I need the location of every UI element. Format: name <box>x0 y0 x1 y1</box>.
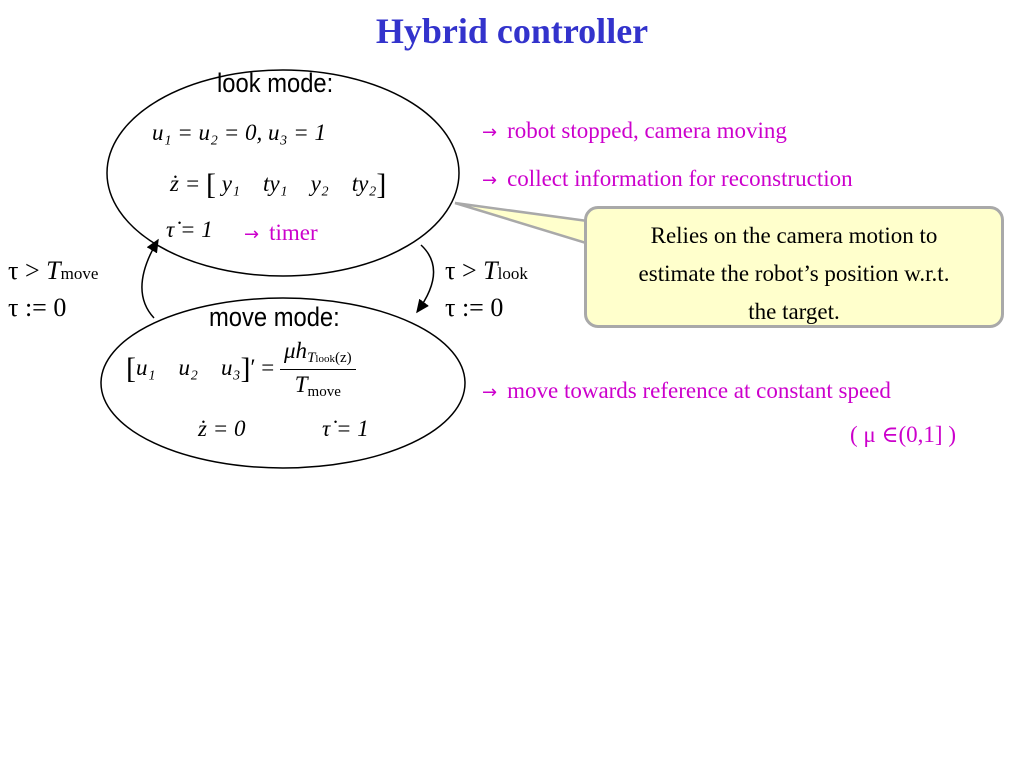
right-arrow-icon: → <box>482 170 498 191</box>
move-mode-eq-2b: τ̇ = 1 <box>322 416 369 441</box>
transition-arrow-to-move <box>416 244 435 314</box>
move-mode-node <box>100 297 466 469</box>
note-mu-range: ( μ ∈(0,1] ) <box>850 422 956 447</box>
look-eq2-term-3: y₂ <box>310 171 329 196</box>
move-mode-eq-1: [u₁ u₂ u₃]′ = μhTlook(z) Tmove <box>126 338 356 401</box>
look-mode-eq-1: u₁ = u₂ = 0, u₃ = 1 <box>152 120 327 145</box>
callout-line-1: Relies on the camera motion to <box>650 223 938 248</box>
callout-line-2: estimate the robot’s position w.r.t. <box>638 261 950 286</box>
move-mode-eq-2a: ż = 0 <box>198 416 246 441</box>
callout-box: Relies on the camera motion to estimate … <box>584 206 1004 328</box>
right-arrow-icon: → <box>482 382 498 403</box>
look-eq2-term-4: ty₂ <box>351 171 377 196</box>
slide-title: Hybrid controller <box>375 11 649 51</box>
right-arrow-icon: → <box>482 122 498 143</box>
note-timer: →timer <box>244 220 318 245</box>
move-eq1-term-1: u₁ <box>136 354 156 380</box>
look-eq2-term-2: ty₁ <box>262 171 288 196</box>
transition-label-to-look: τ > Tmove τ := 0 <box>8 256 99 322</box>
callout-line-3: the target. <box>748 299 840 324</box>
move-eq1-fraction: μhTlook(z) Tmove <box>280 338 356 401</box>
move-mode-label: move mode: <box>209 302 340 332</box>
note-collect-info: →collect information for reconstruction <box>482 166 853 191</box>
note-move-towards: →move towards reference at constant spee… <box>482 378 891 403</box>
transition-label-to-move: τ > Tlook τ := 0 <box>445 256 528 322</box>
callout-pointer <box>454 201 597 245</box>
look-mode-eq-3: τ̇ = 1 <box>166 217 213 242</box>
right-arrow-icon: → <box>244 224 260 245</box>
look-mode-node <box>106 69 460 277</box>
move-eq1-term-3: u₃ <box>221 354 241 380</box>
move-eq1-term-2: u₂ <box>178 354 199 380</box>
note-robot-stopped: →robot stopped, camera moving <box>482 118 787 143</box>
look-mode-label: look mode: <box>217 68 334 98</box>
look-mode-eq-2: ż = [ y₁ ty₁ y₂ ty₂] <box>170 168 387 201</box>
transition-arrow-to-look <box>141 238 159 319</box>
look-eq2-term-1: y₁ <box>221 171 240 196</box>
